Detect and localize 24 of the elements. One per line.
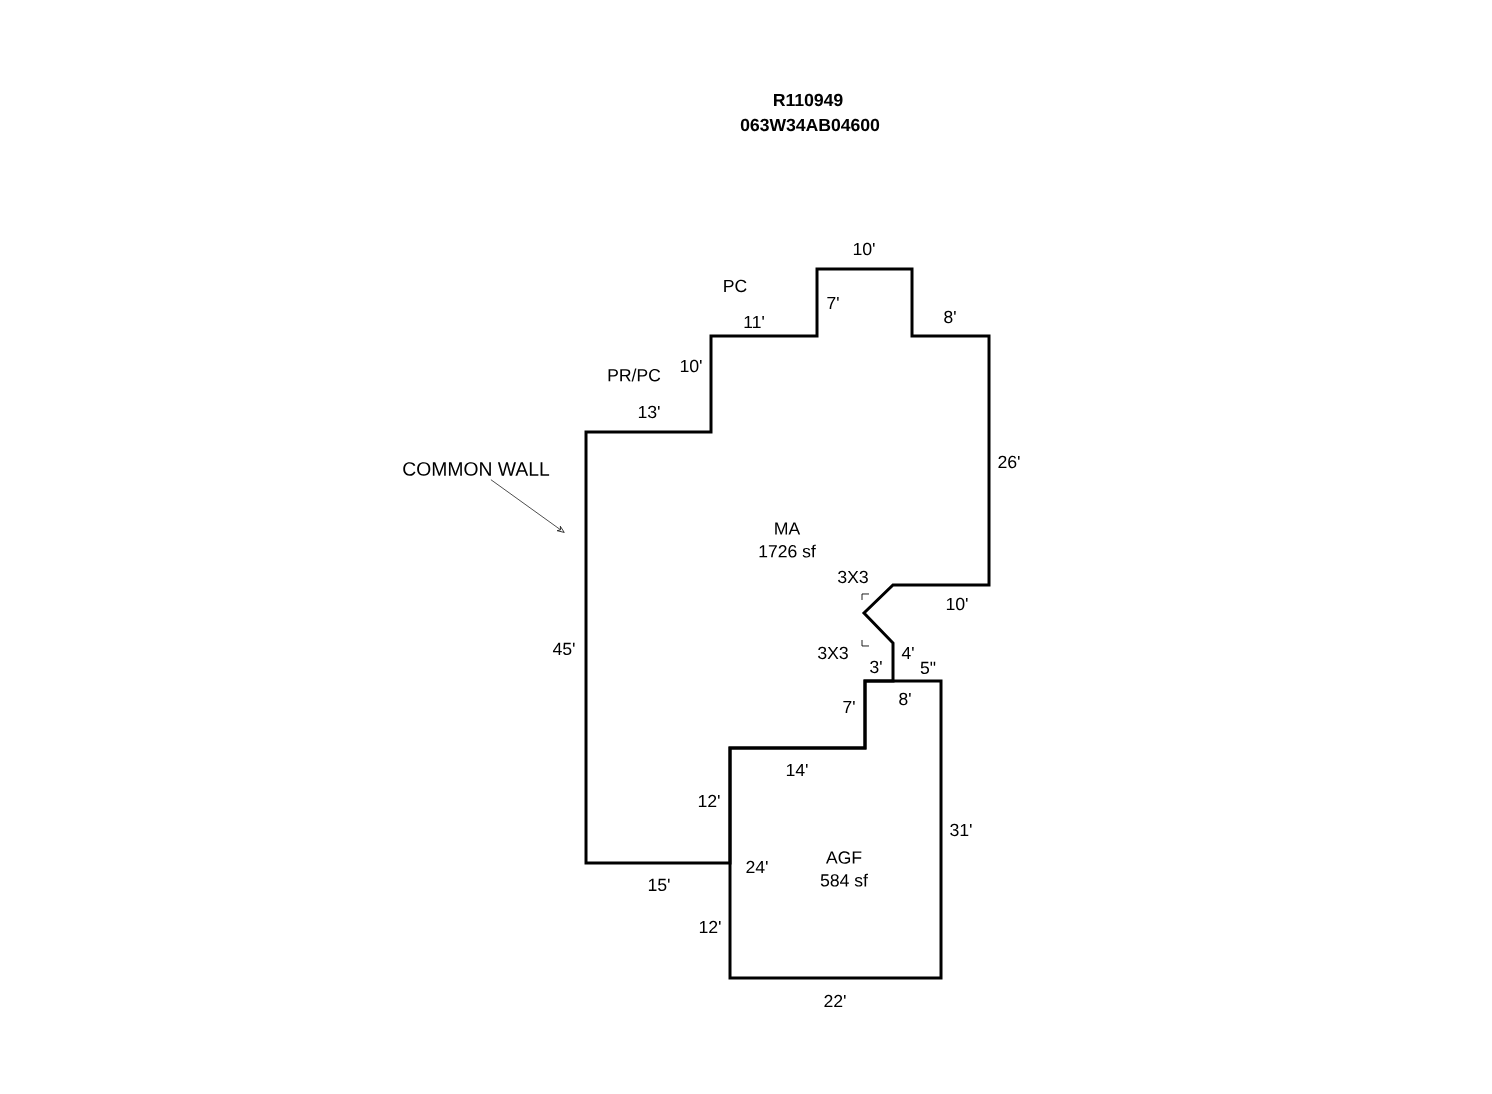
dimension-label: 8' — [944, 310, 956, 324]
dimension-label: 7' — [827, 296, 839, 310]
callout-text: COMMON WALL — [403, 462, 550, 476]
dimension-label: 10' — [680, 359, 702, 373]
dimension-label: 7' — [843, 700, 855, 714]
dimension-label: 3' — [870, 660, 882, 674]
dimension-label: 11' — [744, 315, 764, 329]
dimension-label: 22' — [824, 994, 846, 1008]
dimension-label: 24' — [746, 860, 768, 874]
dimension-label: 31' — [950, 823, 972, 837]
dimension-label: PC — [724, 279, 747, 293]
dimension-label: 13' — [638, 405, 660, 419]
dimension-label: 14' — [786, 763, 808, 777]
dimension-label: 3X3 — [838, 570, 868, 584]
dimension-label: 4' — [901, 646, 914, 660]
dimension-label: 8' — [899, 692, 911, 706]
dimension-label: 10' — [946, 597, 968, 611]
title: R110949 — [774, 93, 843, 107]
heading-line: 063W34AB04600 — [740, 118, 880, 132]
dimension-label: 5" — [920, 661, 936, 675]
leader-line — [490, 479, 565, 533]
dimension-label: PR/PC — [608, 368, 661, 382]
dimension-label: 3X3 — [818, 646, 848, 660]
dimension-label: 12' — [698, 794, 720, 808]
